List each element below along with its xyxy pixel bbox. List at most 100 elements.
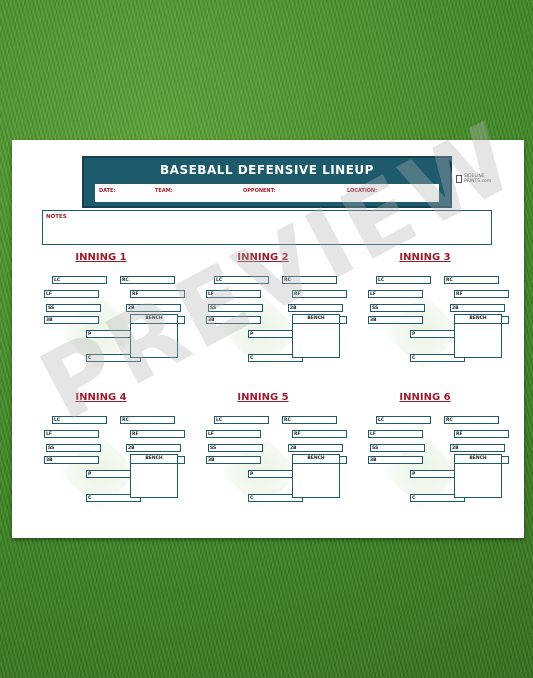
position-label: RC bbox=[284, 418, 291, 423]
position-field-lf[interactable]: LF bbox=[368, 290, 423, 298]
bench-box[interactable]: BENCH bbox=[454, 454, 502, 498]
position-field-ss[interactable]: SS bbox=[370, 304, 425, 312]
bench-label: BENCH bbox=[293, 455, 339, 464]
position-field-2b[interactable]: 2B bbox=[450, 304, 505, 312]
location-label: LOCATION: bbox=[347, 188, 378, 194]
position-field-lf[interactable]: LF bbox=[368, 430, 423, 438]
position-field-ss[interactable]: SS bbox=[208, 304, 263, 312]
position-field-c[interactable]: C bbox=[410, 494, 465, 502]
position-label: SS bbox=[48, 306, 55, 311]
position-field-rc[interactable]: RC bbox=[282, 276, 337, 284]
bench-box[interactable]: BENCH bbox=[292, 314, 340, 358]
position-label: SS bbox=[210, 306, 217, 311]
position-field-lc[interactable]: LC bbox=[52, 416, 107, 424]
position-label: 3B bbox=[208, 318, 215, 323]
team-label: TEAM: bbox=[155, 188, 173, 194]
position-field-c[interactable]: C bbox=[410, 354, 465, 362]
position-label: SS bbox=[210, 446, 217, 451]
position-field-3b[interactable]: 3B bbox=[44, 456, 99, 464]
position-field-2b[interactable]: 2B bbox=[126, 304, 181, 312]
position-field-rc[interactable]: RC bbox=[444, 276, 499, 284]
position-field-rf[interactable]: RF bbox=[130, 290, 185, 298]
position-field-rc[interactable]: RC bbox=[282, 416, 337, 424]
position-label: C bbox=[88, 496, 92, 501]
position-label: RF bbox=[456, 432, 463, 437]
position-field-lf[interactable]: LF bbox=[44, 290, 99, 298]
position-field-ss[interactable]: SS bbox=[46, 304, 101, 312]
position-field-lc[interactable]: LC bbox=[52, 276, 107, 284]
position-label: 3B bbox=[208, 458, 215, 463]
position-field-rf[interactable]: RF bbox=[292, 290, 347, 298]
position-field-2b[interactable]: 2B bbox=[288, 304, 343, 312]
position-field-2b[interactable]: 2B bbox=[450, 444, 505, 452]
position-field-lf[interactable]: LF bbox=[206, 430, 261, 438]
position-field-2b[interactable]: 2B bbox=[288, 444, 343, 452]
position-label: P bbox=[250, 332, 254, 337]
position-label: LC bbox=[378, 278, 385, 283]
position-field-c[interactable]: C bbox=[248, 494, 303, 502]
position-field-rc[interactable]: RC bbox=[120, 416, 175, 424]
position-label: RF bbox=[132, 292, 139, 297]
lineup-sheet: BASEBALL DEFENSIVE LINEUP DATE: TEAM: OP… bbox=[12, 140, 524, 538]
position-field-3b[interactable]: 3B bbox=[44, 316, 99, 324]
bench-label: BENCH bbox=[131, 455, 177, 464]
position-label: LF bbox=[208, 432, 214, 437]
position-label: 2B bbox=[452, 446, 459, 451]
inning-block: INNING 1LCRCLFRFSS2B3B1BPCBENCH bbox=[26, 252, 185, 382]
bench-label: BENCH bbox=[455, 455, 501, 464]
position-label: 2B bbox=[452, 306, 459, 311]
position-label: C bbox=[412, 496, 416, 501]
bench-box[interactable]: BENCH bbox=[130, 454, 178, 498]
position-field-3b[interactable]: 3B bbox=[206, 316, 261, 324]
position-label: C bbox=[88, 356, 92, 361]
position-field-3b[interactable]: 3B bbox=[368, 456, 423, 464]
date-label: DATE: bbox=[99, 188, 116, 194]
position-field-rc[interactable]: RC bbox=[444, 416, 499, 424]
position-label: 3B bbox=[46, 458, 53, 463]
position-field-3b[interactable]: 3B bbox=[368, 316, 423, 324]
position-field-ss[interactable]: SS bbox=[46, 444, 101, 452]
position-label: P bbox=[250, 472, 254, 477]
inning-block: INNING 2LCRCLFRFSS2B3B1BPCBENCH bbox=[188, 252, 347, 382]
position-label: P bbox=[412, 472, 416, 477]
position-label: LC bbox=[216, 418, 223, 423]
position-label: LC bbox=[54, 418, 61, 423]
position-field-rf[interactable]: RF bbox=[454, 430, 509, 438]
position-label: SS bbox=[372, 306, 379, 311]
position-field-rc[interactable]: RC bbox=[120, 276, 175, 284]
position-field-lf[interactable]: LF bbox=[206, 290, 261, 298]
header-banner: BASEBALL DEFENSIVE LINEUP DATE: TEAM: OP… bbox=[82, 156, 452, 208]
position-field-rf[interactable]: RF bbox=[454, 290, 509, 298]
position-field-c[interactable]: C bbox=[248, 354, 303, 362]
position-field-ss[interactable]: SS bbox=[370, 444, 425, 452]
position-field-c[interactable]: C bbox=[86, 354, 141, 362]
position-label: RC bbox=[122, 418, 129, 423]
position-field-lc[interactable]: LC bbox=[214, 276, 269, 284]
position-field-2b[interactable]: 2B bbox=[126, 444, 181, 452]
inning-title: INNING 1 bbox=[75, 252, 127, 263]
sheet-title: BASEBALL DEFENSIVE LINEUP bbox=[160, 163, 374, 177]
position-label: LC bbox=[54, 278, 61, 283]
position-label: RF bbox=[294, 432, 301, 437]
position-field-lf[interactable]: LF bbox=[44, 430, 99, 438]
position-field-rf[interactable]: RF bbox=[292, 430, 347, 438]
position-field-rf[interactable]: RF bbox=[130, 430, 185, 438]
position-field-lc[interactable]: LC bbox=[214, 416, 269, 424]
position-label: P bbox=[88, 332, 92, 337]
bench-box[interactable]: BENCH bbox=[454, 314, 502, 358]
position-label: SS bbox=[48, 446, 55, 451]
position-label: LF bbox=[46, 432, 52, 437]
bench-box[interactable]: BENCH bbox=[130, 314, 178, 358]
position-label: C bbox=[412, 356, 416, 361]
position-field-lc[interactable]: LC bbox=[376, 416, 431, 424]
position-field-ss[interactable]: SS bbox=[208, 444, 263, 452]
position-field-lc[interactable]: LC bbox=[376, 276, 431, 284]
position-label: 2B bbox=[290, 306, 297, 311]
position-label: LC bbox=[216, 278, 223, 283]
position-label: C bbox=[250, 496, 254, 501]
bench-box[interactable]: BENCH bbox=[292, 454, 340, 498]
position-field-3b[interactable]: 3B bbox=[206, 456, 261, 464]
position-label: C bbox=[250, 356, 254, 361]
position-label: 2B bbox=[290, 446, 297, 451]
position-field-c[interactable]: C bbox=[86, 494, 141, 502]
